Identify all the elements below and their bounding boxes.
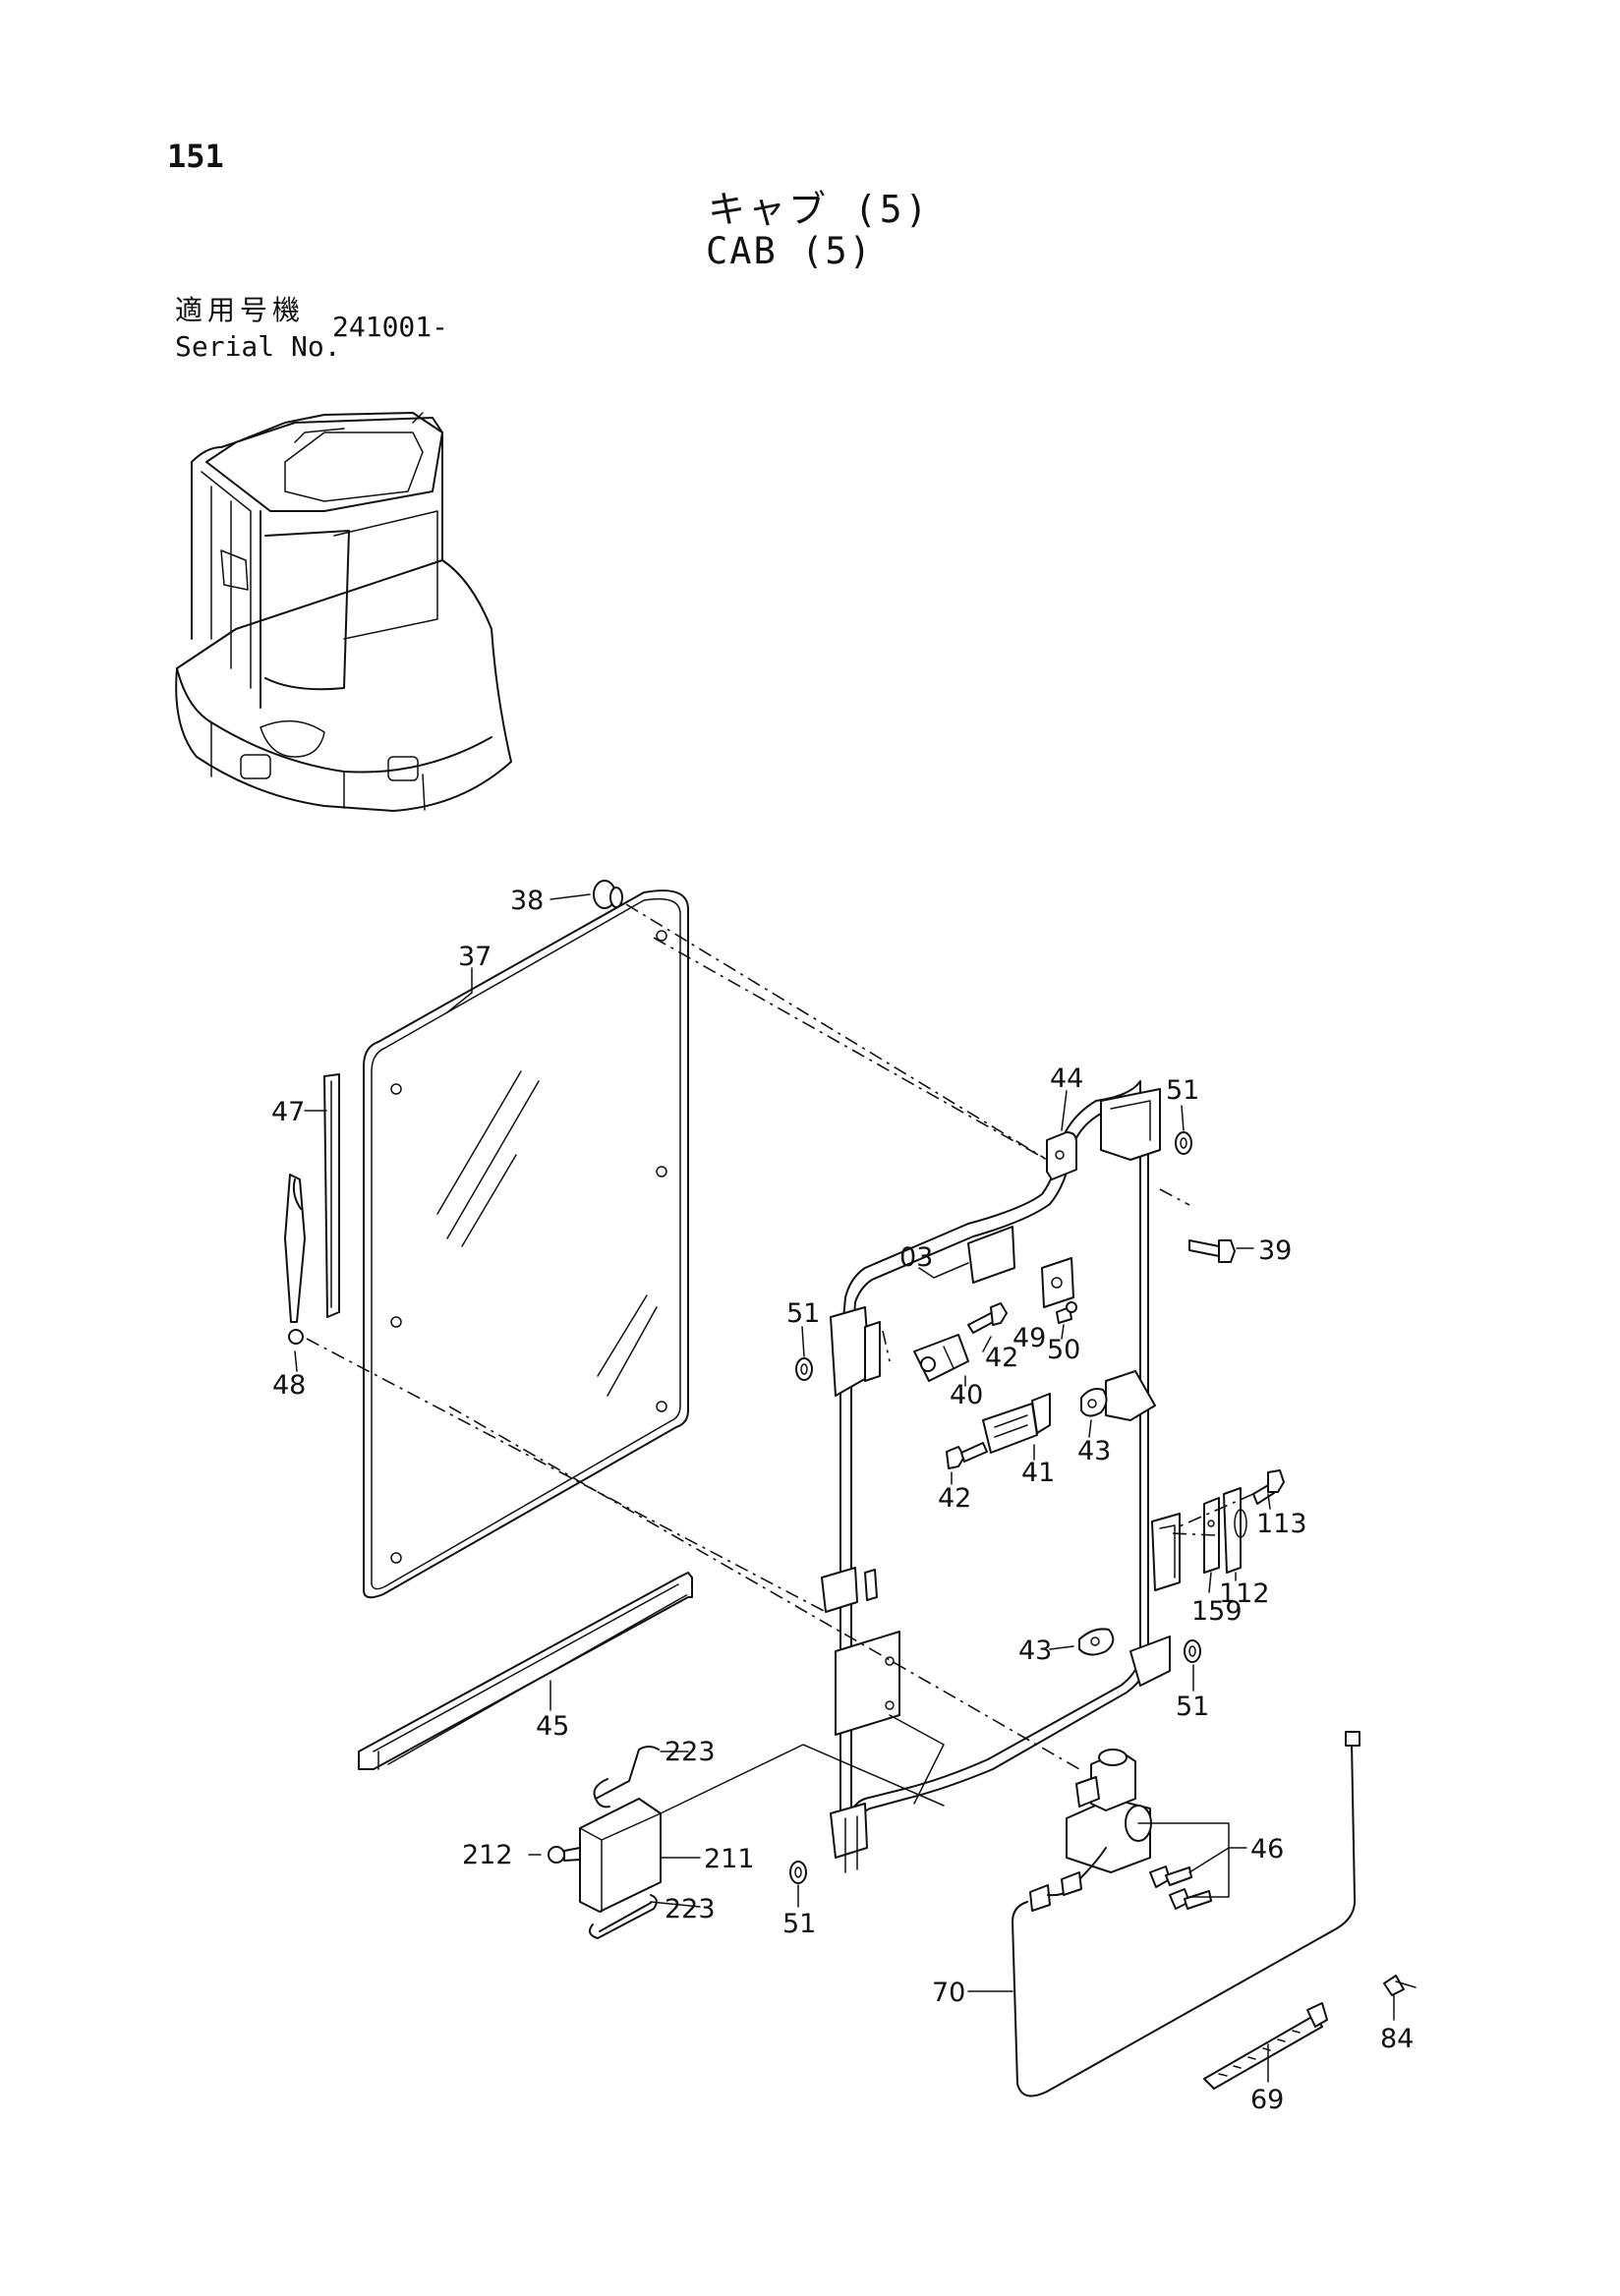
frame-brackets [821,1088,1181,1873]
bolts [946,1239,1285,1505]
callout-51-left: 51 [786,1298,820,1329]
assembly-lines [306,903,1254,1814]
washers-51 [789,1131,1201,1884]
grommet-38 [593,880,623,909]
callout-84: 84 [1380,2024,1414,2054]
callout-48: 48 [272,1370,306,1401]
callout-159: 159 [1191,1596,1243,1627]
cable-tie-69 [1203,2002,1328,2090]
weather-strip-45 [358,1572,693,1770]
title-english: CAB (5) [706,230,873,272]
callout-46: 46 [1250,1834,1284,1865]
callout-03: 03 [899,1242,933,1273]
callout-50: 50 [1047,1335,1080,1365]
wiper-blade-47 [323,1073,340,1318]
leader-lines [294,893,1395,2083]
callout-38: 38 [510,886,544,916]
callout-40: 40 [950,1380,983,1410]
clip-84 [1383,1975,1417,1996]
callout-211: 211 [704,1844,755,1874]
screw-212 [548,1846,581,1864]
callout-45: 45 [536,1711,569,1742]
callout-51-right: 51 [1176,1692,1209,1722]
clip-223-lower [588,1894,658,1939]
serial-number-range: 241001- [332,311,449,343]
page-number: 151 [167,138,224,175]
door-switch-46 [1066,1749,1212,1910]
serial-label-english: Serial No. [175,330,341,363]
callout-69: 69 [1250,2085,1284,2115]
callout-44: 44 [1050,1063,1083,1094]
callout-42-lower: 42 [938,1483,971,1514]
hinge-plate [967,1226,1074,1308]
callout-43-upper: 43 [1077,1436,1111,1466]
cab-overview-illustration [175,412,512,812]
callout-37: 37 [458,942,492,972]
callout-112: 112 [1219,1578,1270,1609]
plate-44 [1046,1131,1077,1180]
wiper-arm-48 [284,1174,306,1345]
wire-harness-70 [1012,1731,1360,2097]
cover-211 [579,1798,662,1913]
door-lock-40 [913,1334,969,1382]
callout-47: 47 [271,1097,305,1127]
callout-51-top: 51 [1166,1075,1199,1106]
door-glass-panel [363,890,689,1599]
clip-223-upper [593,1746,660,1808]
serial-label-japanese: 適用号機 [175,294,306,326]
callout-41: 41 [1021,1458,1055,1488]
callout-43-lower: 43 [1018,1636,1052,1666]
callout-113: 113 [1256,1509,1307,1539]
callout-223-upper: 223 [665,1737,716,1767]
callout-51-bottom: 51 [782,1909,816,1939]
callout-70: 70 [932,1978,965,2008]
callout-42-upper: 42 [985,1343,1018,1373]
callout-223-lower: 223 [665,1894,716,1924]
plate-43 [1078,1388,1115,1656]
callout-49: 49 [1012,1323,1046,1353]
callout-39: 39 [1258,1235,1292,1266]
callout-212: 212 [462,1840,513,1870]
part-callouts: 38 37 44 51 47 39 03 51 49 50 42 48 40 4… [271,886,1414,2115]
title-japanese: キャブ (5) [708,188,931,231]
plate-112 [1223,1487,1247,1574]
door-latch-41 [982,1393,1051,1454]
